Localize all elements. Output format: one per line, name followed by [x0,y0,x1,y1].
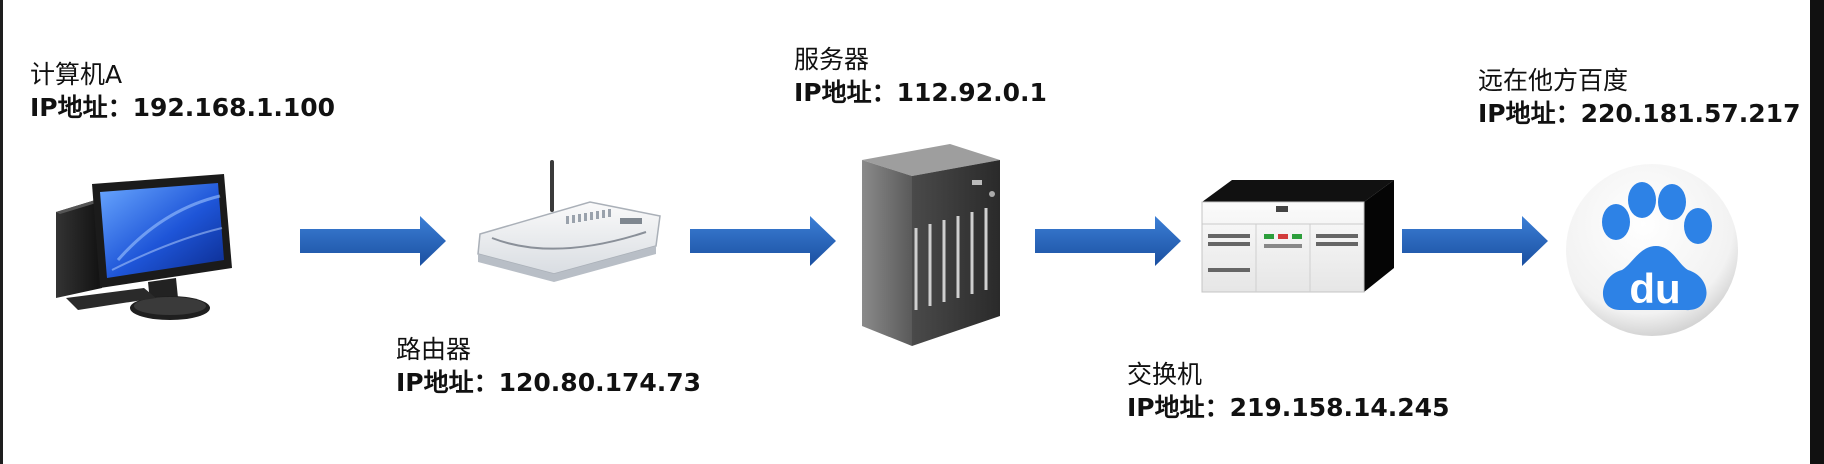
baidu-name: 远在他方百度 [1478,66,1629,95]
baidu-logo-text: du [1629,265,1680,312]
computer-icon [56,174,232,320]
baidu-ip-line: IP地址：220.181.57.217 [1478,97,1800,130]
arrow-1 [300,216,446,266]
switch-ip: 219.158.14.245 [1229,393,1450,422]
left-edge [0,0,3,464]
arrow-3 [1035,216,1181,266]
ip-prefix: IP地址： [794,78,897,107]
switch-label: 交换机 IP地址：219.158.14.245 [1127,358,1449,424]
ip-prefix: IP地址： [1478,99,1581,128]
router-ip-line: IP地址：120.80.174.73 [396,366,701,399]
switch-icon [1201,180,1394,293]
server-label: 服务器 IP地址：112.92.0.1 [794,43,1047,109]
ip-prefix: IP地址： [1127,393,1230,422]
computer-label: 计算机A IP地址：192.168.1.100 [30,58,335,124]
arrow-2 [690,216,836,266]
switch-ip-line: IP地址：219.158.14.245 [1127,391,1449,424]
computer-name: 计算机A [30,60,123,89]
router-icon [477,160,661,282]
baidu-label: 远在他方百度 IP地址：220.181.57.217 [1478,64,1800,130]
server-name: 服务器 [794,45,870,74]
router-ip: 120.80.174.73 [498,368,702,397]
right-edge [1810,0,1824,464]
server-icon [862,144,1000,346]
ip-prefix: IP地址： [30,93,133,122]
switch-name: 交换机 [1127,360,1203,389]
baidu-paw-icon: du [1566,164,1738,336]
router-name: 路由器 [396,335,472,364]
ip-prefix: IP地址： [396,368,499,397]
server-ip-line: IP地址：112.92.0.1 [794,76,1047,109]
server-ip: 112.92.0.1 [896,78,1047,107]
router-label: 路由器 IP地址：120.80.174.73 [396,333,701,399]
arrow-4 [1402,216,1548,266]
computer-ip: 192.168.1.100 [132,93,336,122]
computer-ip-line: IP地址：192.168.1.100 [30,91,335,124]
baidu-ip: 220.181.57.217 [1580,99,1801,128]
